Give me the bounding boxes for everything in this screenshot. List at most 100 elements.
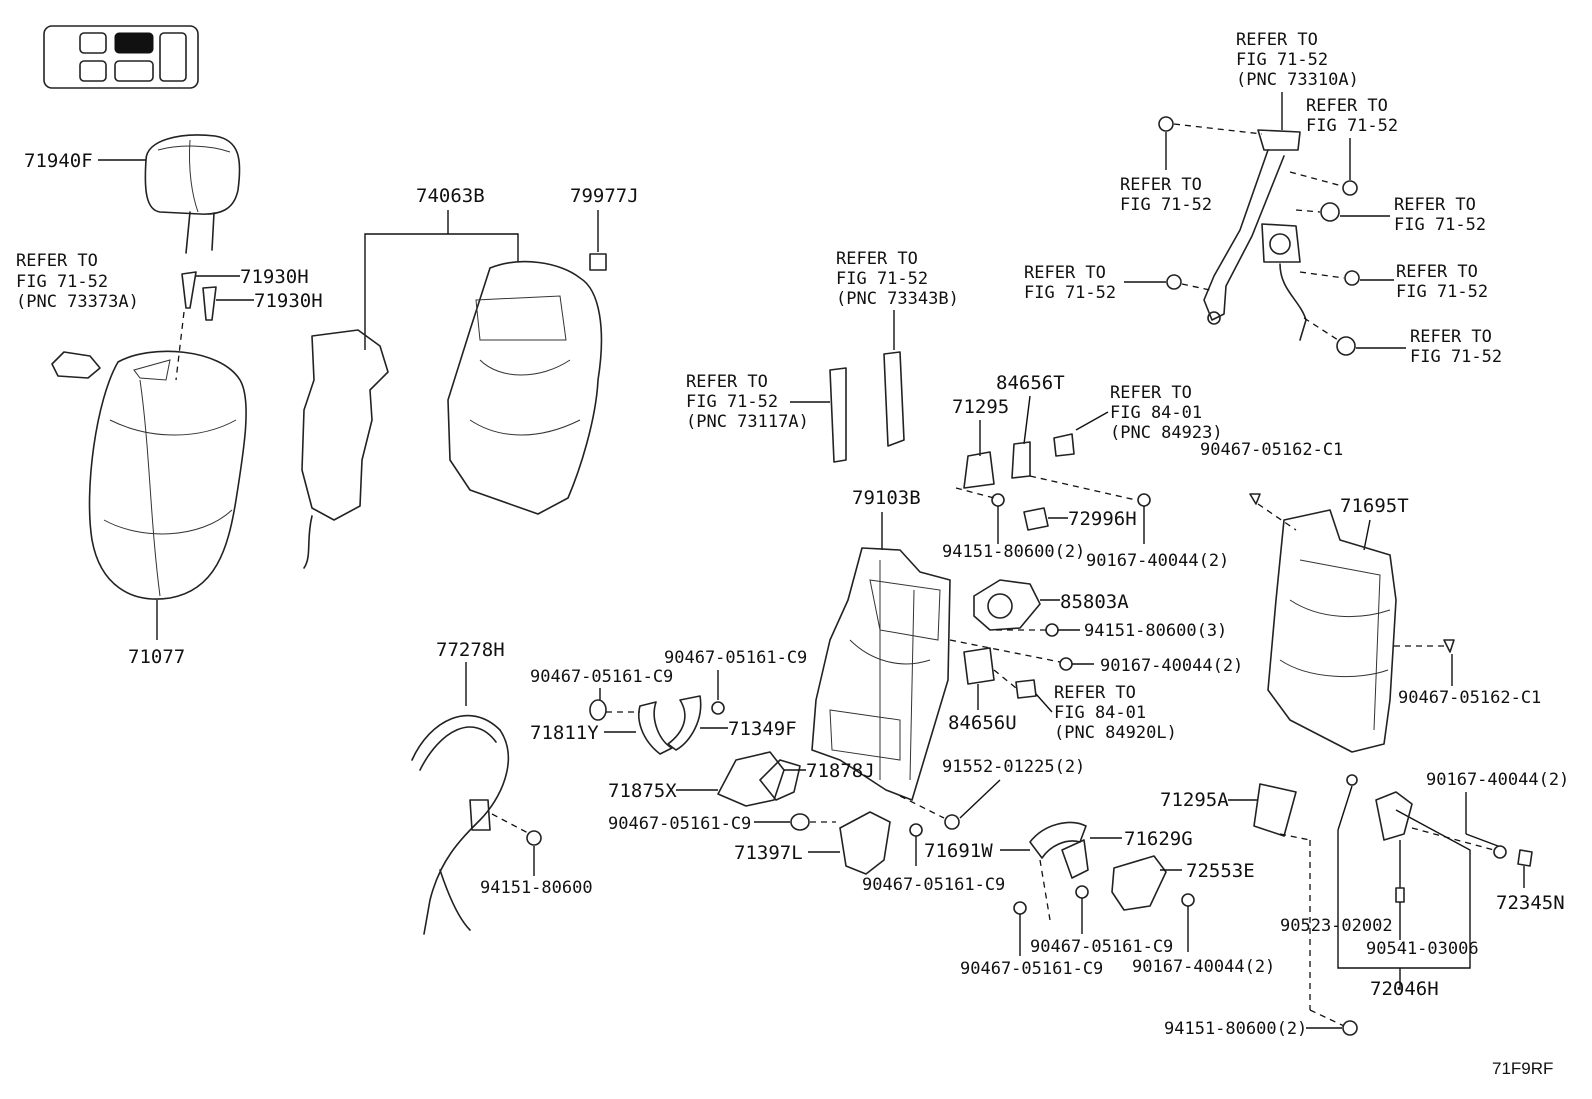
cover-71349F-drawing — [667, 695, 702, 751]
belt-ref-d-line2: FIG 71-52 — [1396, 282, 1488, 302]
cover-71878J-drawing — [759, 759, 801, 801]
belt-ref-a-line2: FIG 71-52 — [1120, 195, 1212, 215]
nut-drawing-b — [1045, 623, 1059, 637]
belt-ref-f-line1: REFER TO — [1410, 327, 1492, 347]
label-94151-80600-2b: 94151-80600(2) — [1164, 1019, 1307, 1039]
ref-84923-line3: (PNC 84923) — [1110, 423, 1223, 443]
label-71295: 71295 — [952, 396, 1009, 418]
belt-ref-c-line2: FIG 71-52 — [1394, 215, 1486, 235]
cover-71691W-drawing — [1029, 821, 1087, 859]
ref-73343B-line1: REFER TO — [836, 249, 918, 269]
rail-a-drawing — [829, 367, 847, 463]
sensor-71295A-drawing — [1253, 783, 1297, 837]
label-72996H: 72996H — [1068, 508, 1137, 530]
label-90523-02002: 90523-02002 — [1280, 916, 1393, 936]
label-71295A: 71295A — [1160, 789, 1229, 811]
label-71077: 71077 — [128, 646, 185, 668]
ref-84923-line1: REFER TO — [1110, 383, 1192, 403]
seat-belt-drawing — [1203, 129, 1307, 341]
ref-73343B-line3: (PNC 73343B) — [836, 289, 959, 309]
headrest-drawing — [144, 134, 241, 254]
seat-back-cover-drawing — [88, 350, 247, 600]
ref-84920L-line1: REFER TO — [1054, 683, 1136, 703]
label-71930H-b: 71930H — [254, 290, 323, 312]
label-71875X: 71875X — [608, 780, 677, 802]
label-90467-05161-C9-a: 90467-05161-C9 — [530, 667, 673, 687]
cover-72553E-drawing — [1111, 855, 1167, 911]
tag-drawing — [589, 253, 607, 271]
motor-85803A-drawing — [973, 579, 1041, 631]
label-77278H: 77278H — [436, 639, 505, 661]
belt-ref-e-line1: REFER TO — [1024, 263, 1106, 283]
back-pad-drawing — [447, 260, 603, 515]
belt-ref-c-line1: REFER TO — [1394, 195, 1476, 215]
sensor-84656T-drawing — [1011, 441, 1031, 479]
belt-ref-b-line1: REFER TO — [1306, 96, 1388, 116]
cover-71397L-drawing — [839, 811, 891, 875]
label-71397L: 71397L — [734, 842, 803, 864]
label-72553E: 72553E — [1186, 860, 1255, 882]
belt-ref-top-line2: FIG 71-52 — [1236, 50, 1328, 70]
bolt-drawing-b — [1059, 657, 1073, 671]
connector-84923-drawing — [1053, 433, 1075, 457]
back-board-drawing — [1267, 509, 1397, 753]
belt-ref-top-line3: (PNC 73310A) — [1236, 70, 1359, 90]
cover-71811Y-drawing — [638, 701, 673, 755]
belt-ref-f-line2: FIG 71-52 — [1410, 347, 1502, 367]
label-94151-80600-3: 94151-80600(3) — [1084, 621, 1227, 641]
ref-73373A-line2: FIG 71-52 — [16, 272, 108, 292]
label-90541-03006: 90541-03006 — [1366, 939, 1479, 959]
ref-73343B-line2: FIG 71-52 — [836, 269, 928, 289]
rail-b-drawing — [883, 351, 905, 447]
label-71695T: 71695T — [1340, 495, 1409, 517]
connector-84920L-drawing — [1015, 679, 1037, 699]
ref-73373A-line1: REFER TO — [16, 251, 98, 271]
label-90467-05161-C9-d: 90467-05161-C9 — [862, 875, 1005, 895]
label-84656T: 84656T — [996, 372, 1065, 394]
sensor-71295-drawing — [963, 451, 995, 489]
switch-84656U-drawing — [963, 647, 995, 685]
ref-73117A-line3: (PNC 73117A) — [686, 412, 809, 432]
ref-84920L-line2: FIG 84-01 — [1054, 703, 1146, 723]
nut-drawing-d — [1342, 1020, 1358, 1036]
bracket-72345N-drawing — [1517, 849, 1533, 867]
label-94151-80600: 94151-80600 — [480, 878, 593, 898]
label-84656U: 84656U — [948, 712, 1017, 734]
nut-drawing-a — [991, 493, 1005, 507]
label-74063B: 74063B — [416, 185, 485, 207]
bolt-drawing-a — [1137, 493, 1151, 507]
headrest-guides-drawing — [181, 271, 217, 321]
label-71349F: 71349F — [728, 718, 797, 740]
screw-drawing — [944, 814, 960, 830]
label-90467-05162-C1-bot: 90467-05162-C1 — [1398, 688, 1541, 708]
belt-ref-e-line2: FIG 71-52 — [1024, 283, 1116, 303]
cover-71629G-drawing — [1061, 839, 1089, 879]
label-90467-05162-C1-top: 90467-05162-C1 — [1200, 440, 1343, 460]
label-91552-01225-2: 91552-01225(2) — [942, 757, 1085, 777]
nut-drawing-c — [526, 830, 542, 846]
bracket-72996H-drawing — [1023, 507, 1049, 531]
ref-73373A-line3: (PNC 73373A) — [16, 292, 139, 312]
label-94151-80600-2: 94151-80600(2) — [942, 542, 1085, 562]
label-71811Y: 71811Y — [530, 722, 599, 744]
wire-harness-drawing — [411, 714, 510, 935]
ref-84920L-line3: (PNC 84920L) — [1054, 723, 1177, 743]
ref-84923-line2: FIG 84-01 — [1110, 403, 1202, 423]
label-79103B: 79103B — [852, 487, 921, 509]
label-71691W: 71691W — [924, 840, 993, 862]
ref-73117A-line1: REFER TO — [686, 372, 768, 392]
label-85803A: 85803A — [1060, 591, 1129, 613]
belt-ref-b-line2: FIG 71-52 — [1306, 116, 1398, 136]
belt-ref-a-line1: REFER TO — [1120, 175, 1202, 195]
belt-ref-d-line1: REFER TO — [1396, 262, 1478, 282]
bezel-drawing — [51, 351, 101, 379]
label-72046H: 72046H — [1370, 978, 1439, 1000]
label-71878J: 71878J — [806, 760, 875, 782]
side-pad-drawing — [301, 329, 389, 569]
label-71930H-a: 71930H — [240, 266, 309, 288]
label-90467-05161-C9-c: 90467-05161-C9 — [608, 814, 751, 834]
label-90467-05161-C9-b: 90467-05161-C9 — [664, 648, 807, 668]
ref-73117A-line2: FIG 71-52 — [686, 392, 778, 412]
label-90467-05161-C9-f: 90467-05161-C9 — [960, 959, 1103, 979]
